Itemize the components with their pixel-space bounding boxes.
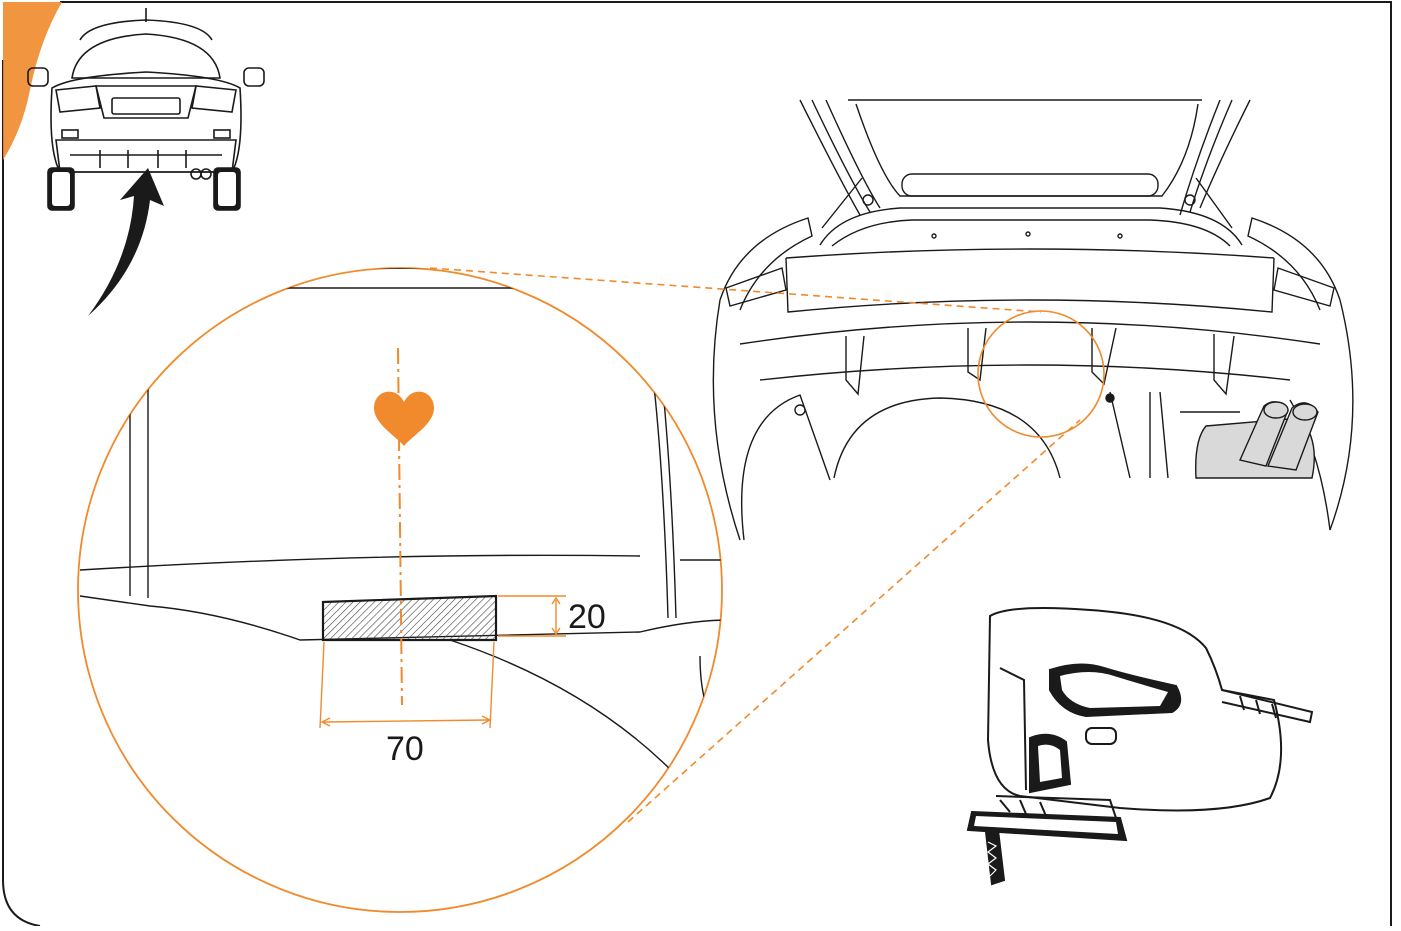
- exhaust-muffler: [1195, 401, 1319, 479]
- zoom-connector-lines: [429, 267, 1081, 823]
- focus-circle: [977, 310, 1105, 438]
- zoom-detail: 20 70: [77, 267, 723, 913]
- bumper-detail-view: [712, 99, 1354, 541]
- car-rear-overview: [27, 8, 265, 211]
- width-label: 70: [386, 730, 424, 768]
- height-label: 20: [568, 598, 606, 636]
- heart-icon: [374, 391, 434, 446]
- cutout-area: [321, 594, 498, 642]
- corner-tab: [3, 2, 62, 160]
- height-dimension: [498, 595, 566, 637]
- width-dimension: [319, 641, 495, 729]
- jigsaw-icon: [966, 607, 1314, 886]
- curved-arrow-icon: [88, 168, 164, 316]
